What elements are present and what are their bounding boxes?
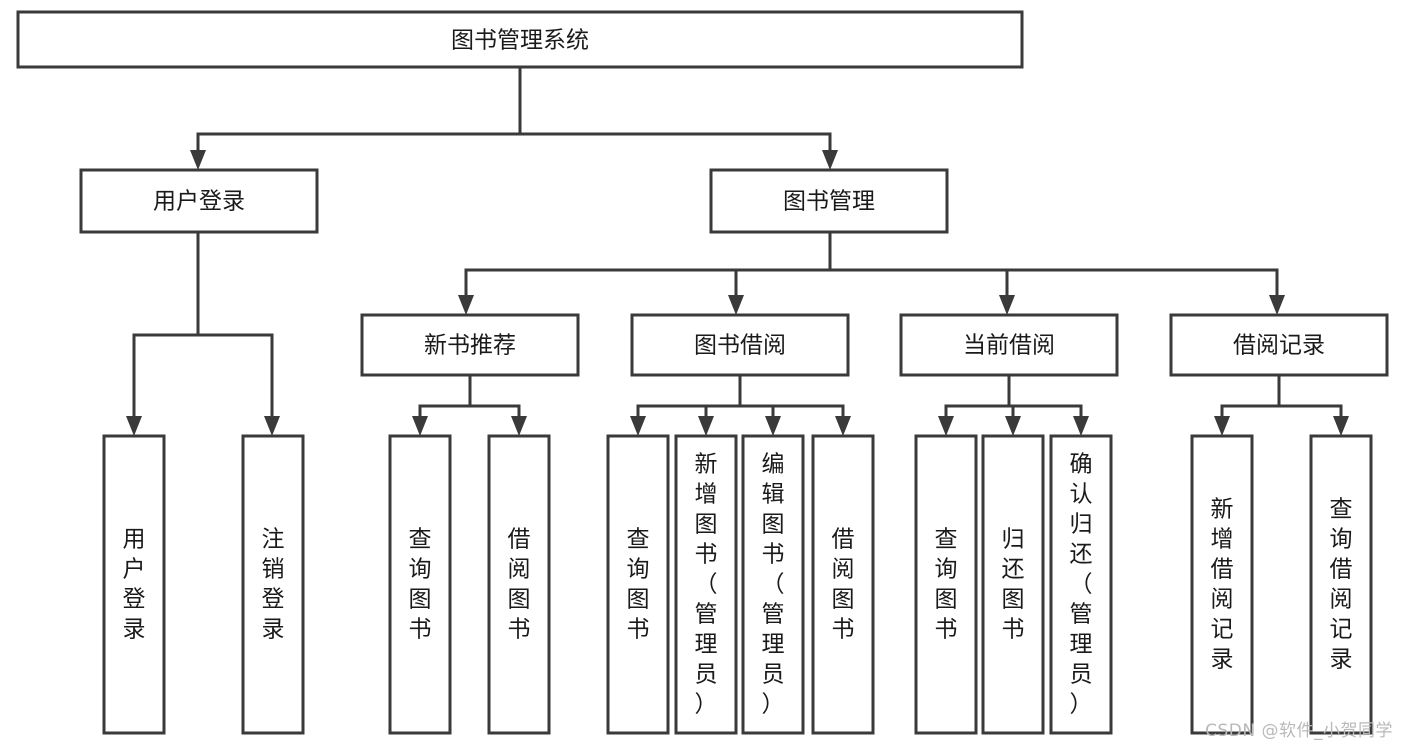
arrow-leaf-add-book [698,416,714,436]
node-root-box[interactable] [16,10,1024,69]
node-current-borrow-box[interactable] [899,313,1119,377]
node-new-book-recommend-box[interactable] [360,313,580,377]
node-leaf-logout-label: 注销登录 [262,527,285,643]
node-current-borrow[interactable]: 当前借阅 [899,313,1119,377]
node-leaf-query-book-3-box[interactable] [914,434,978,735]
arrow-leaf-query-book-1 [412,416,428,436]
arrow-leaf-confirm-return [1073,416,1089,436]
node-leaf-add-book[interactable]: 新增图书（管理员） [674,434,738,735]
connector-group-borrow-record [1214,373,1349,436]
node-book-borrow-box[interactable] [630,313,850,377]
node-leaf-borrow-book-2-label: 借阅图书 [832,527,855,643]
node-borrow-record-label: 借阅记录 [1233,333,1325,359]
arrow-to-user-login [190,150,206,170]
arrow-leaf-user-login [126,416,142,436]
node-leaf-borrow-book-1-box[interactable] [487,434,551,735]
node-leaf-query-book-1-label: 查询图书 [409,527,432,643]
node-book-manage-label: 图书管理 [783,189,875,215]
arrow-to-borrow-record [1269,295,1285,315]
node-leaf-edit-book-box[interactable] [741,434,805,735]
node-book-borrow[interactable]: 图书借阅 [630,313,850,377]
node-leaf-return-book-label: 归还图书 [1002,527,1025,643]
node-new-book-recommend-label: 新书推荐 [424,333,516,359]
node-current-borrow-label: 当前借阅 [963,333,1055,359]
node-root[interactable]: 图书管理系统 [16,10,1024,69]
node-book-manage[interactable]: 图书管理 [709,168,949,234]
node-leaf-query-book-2-box[interactable] [606,434,670,735]
arrow-leaf-query-record [1333,416,1349,436]
node-leaf-user-login[interactable]: 用户登录 [102,434,166,735]
node-user-login[interactable]: 用户登录 [79,168,319,234]
node-leaf-edit-book[interactable]: 编辑图书（管理员） [741,434,805,735]
arrow-leaf-add-record [1214,416,1230,436]
node-leaf-query-book-1[interactable]: 查询图书 [388,434,452,735]
node-leaf-query-record[interactable]: 查询借阅记录 [1309,434,1373,735]
node-leaf-add-record-label: 新增借阅记录 [1211,497,1234,673]
arrow-leaf-query-book-3 [938,416,954,436]
node-book-borrow-label: 图书借阅 [694,333,786,359]
connector-group-user-login [126,230,280,436]
arrow-leaf-return-book [1005,416,1021,436]
node-leaf-add-book-box[interactable] [674,434,738,735]
connector-group-current-borrow [938,373,1089,436]
node-leaf-query-book-3[interactable]: 查询图书 [914,434,978,735]
node-new-book-recommend[interactable]: 新书推荐 [360,313,580,377]
arrow-leaf-borrow-book-1 [511,416,527,436]
arrow-to-book-borrow [728,295,744,315]
node-leaf-borrow-book-1[interactable]: 借阅图书 [487,434,551,735]
node-leaf-query-book-1-box[interactable] [388,434,452,735]
arrow-leaf-edit-book [765,416,781,436]
node-leaf-user-login-box[interactable] [102,434,166,735]
arrow-to-book-manage [822,150,838,170]
node-user-login-label: 用户登录 [153,189,245,215]
node-leaf-logout[interactable]: 注销登录 [241,434,305,735]
node-leaf-confirm-return-label: 确认归还（管理员） [1070,452,1093,718]
node-leaf-logout-box[interactable] [241,434,305,735]
arrow-to-new-book-recommend [458,295,474,315]
node-leaf-add-record[interactable]: 新增借阅记录 [1190,434,1254,735]
connector-group-book-borrow [630,373,851,436]
node-leaf-return-book[interactable]: 归还图书 [981,434,1045,735]
arrow-leaf-logout [264,416,280,436]
node-leaf-borrow-book-1-label: 借阅图书 [508,527,531,643]
arrow-leaf-borrow-book-2 [835,416,851,436]
node-leaf-borrow-book-2[interactable]: 借阅图书 [811,434,875,735]
node-leaf-confirm-return[interactable]: 确认归还（管理员） [1049,434,1113,735]
node-borrow-record[interactable]: 借阅记录 [1169,313,1389,377]
node-user-login-box[interactable] [79,168,319,234]
arrow-leaf-query-book-2 [630,416,646,436]
node-leaf-return-book-box[interactable] [981,434,1045,735]
node-book-manage-box[interactable] [709,168,949,234]
node-borrow-record-box[interactable] [1169,313,1389,377]
node-leaf-confirm-return-box[interactable] [1049,434,1113,735]
node-leaf-query-book-2-label: 查询图书 [627,527,650,643]
node-leaf-borrow-book-2-box[interactable] [811,434,875,735]
connector-group-new-book-recommend [412,373,527,436]
connector-group-root [190,65,838,170]
node-leaf-query-record-label: 查询借阅记录 [1330,497,1353,673]
node-leaf-query-record-box[interactable] [1309,434,1373,735]
node-root-label: 图书管理系统 [451,28,589,54]
node-leaf-query-book-3-label: 查询图书 [935,527,958,643]
node-leaf-edit-book-label: 编辑图书（管理员） [762,452,785,718]
connector-group-book-manage [458,230,1285,315]
node-leaf-add-record-box[interactable] [1190,434,1254,735]
arrow-to-current-borrow [999,295,1015,315]
node-leaf-user-login-label: 用户登录 [123,527,146,643]
node-leaf-add-book-label: 新增图书（管理员） [695,452,718,718]
node-leaf-query-book-2[interactable]: 查询图书 [606,434,670,735]
